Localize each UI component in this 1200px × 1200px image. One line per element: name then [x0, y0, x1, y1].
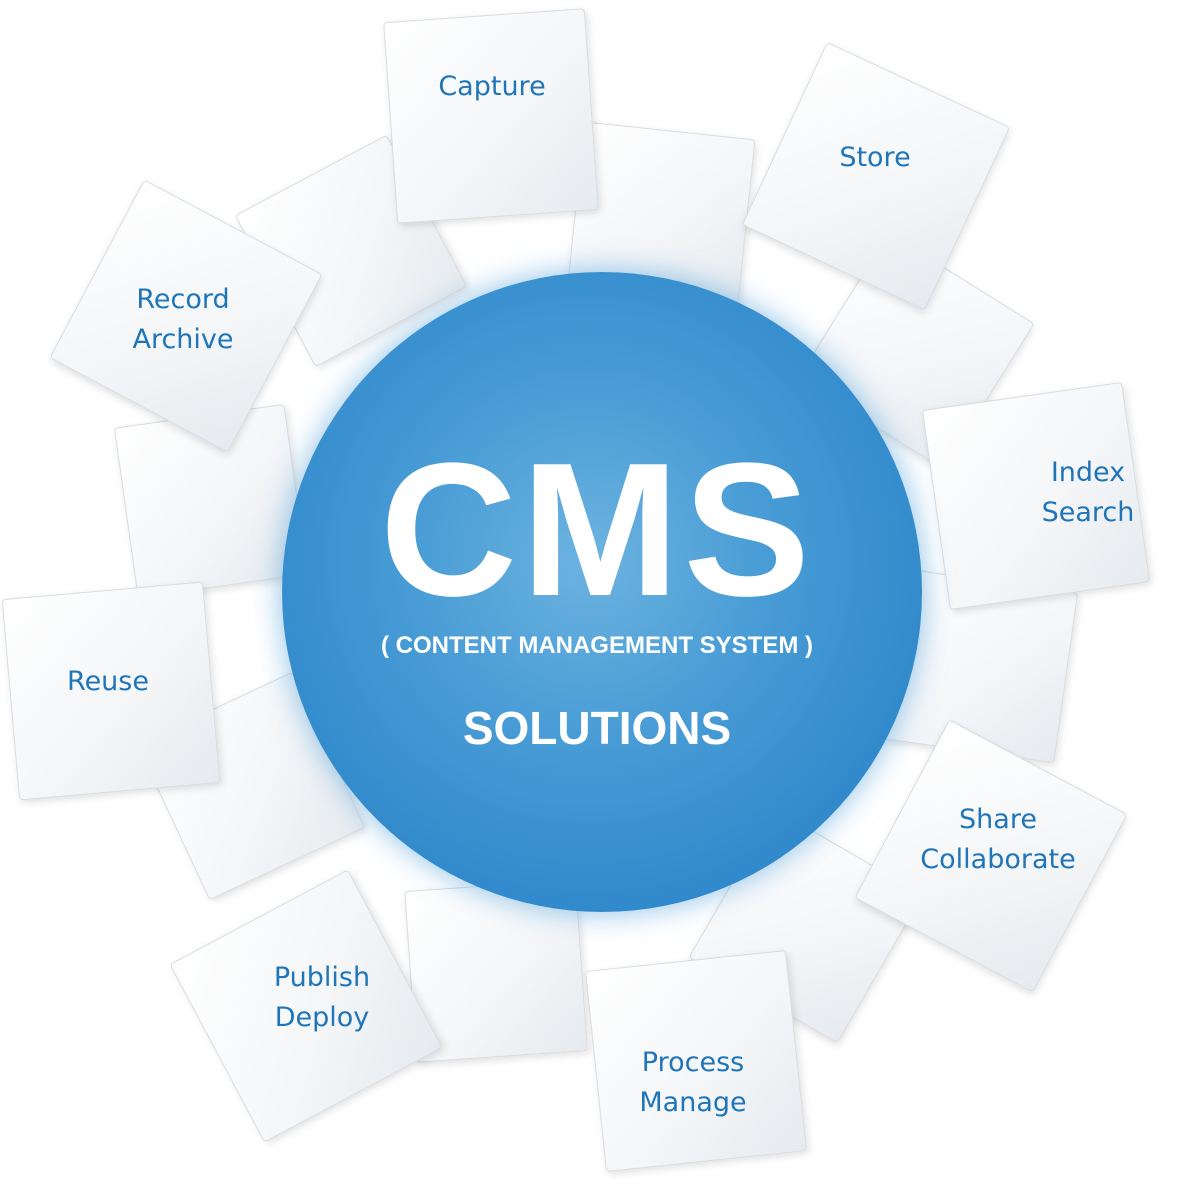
label-process-manage: Process Manage: [639, 1047, 747, 1118]
cms-hub-circle: [282, 272, 922, 912]
hub-title: CMS: [379, 424, 815, 636]
label-capture: Capture: [438, 71, 546, 102]
label-publish-deploy: Publish Deploy: [273, 962, 371, 1033]
label-record-archive: Record Archive: [132, 284, 234, 355]
hub-tagline: SOLUTIONS: [462, 702, 732, 754]
label-share-collaborate: Share Collaborate: [920, 804, 1076, 875]
label-reuse: Reuse: [67, 666, 149, 697]
hub-subtitle: ( CONTENT MANAGEMENT SYSTEM ): [381, 632, 813, 659]
label-store: Store: [839, 142, 911, 173]
label-index-search: Index Search: [1041, 457, 1135, 528]
